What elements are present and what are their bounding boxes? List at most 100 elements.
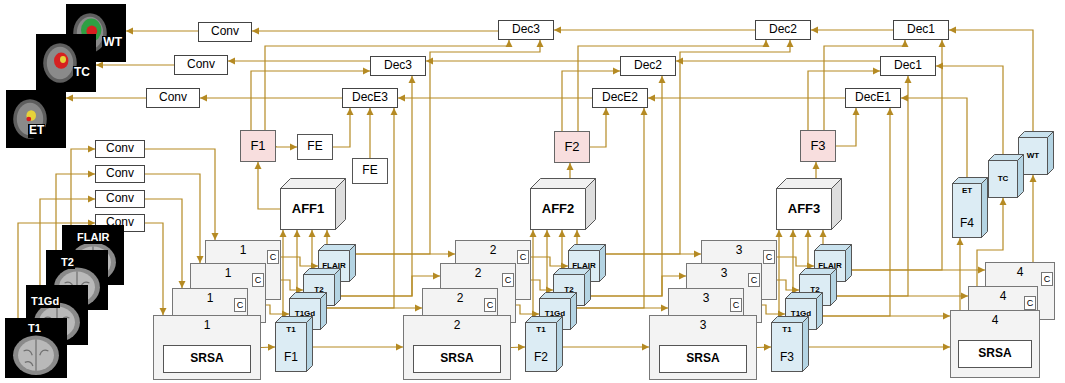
brain-region bbox=[18, 340, 54, 371]
node-label: C bbox=[487, 300, 494, 310]
c-box: C bbox=[1024, 296, 1036, 310]
connector bbox=[901, 98, 967, 183]
node-label: Dec1 bbox=[907, 23, 935, 37]
node-label: AFF2 bbox=[542, 202, 575, 217]
fe-box: FE bbox=[297, 134, 333, 160]
cube-face bbox=[803, 317, 809, 372]
node-label: FE bbox=[307, 140, 322, 154]
connector bbox=[648, 97, 845, 98]
node-label: 2 bbox=[454, 319, 461, 333]
decoder-box: Dec2 bbox=[620, 56, 676, 76]
connector bbox=[936, 66, 1003, 160]
connector bbox=[757, 346, 771, 348]
cube-faces bbox=[275, 316, 315, 374]
encoder-block: 3SRSA bbox=[649, 315, 757, 380]
connector bbox=[350, 40, 540, 254]
aff-block: AFF1 bbox=[280, 188, 336, 230]
node-label: DecE1 bbox=[855, 91, 891, 105]
connector bbox=[145, 149, 215, 240]
srsa-box: SRSA bbox=[958, 340, 1032, 368]
connector bbox=[836, 108, 856, 146]
c-box: C bbox=[517, 250, 529, 264]
node-label: 1 bbox=[225, 267, 232, 281]
c-box: C bbox=[234, 298, 246, 312]
connector bbox=[258, 162, 280, 209]
node-label: C bbox=[255, 275, 262, 285]
node-label: TC bbox=[73, 66, 91, 80]
c-box: C bbox=[502, 273, 514, 287]
aff-block: AFF2 bbox=[530, 188, 586, 230]
decoder-box: Dec3 bbox=[370, 56, 426, 76]
feature-cube: T1F1 bbox=[275, 322, 307, 372]
aff-block: AFF3 bbox=[776, 188, 832, 230]
connector bbox=[307, 346, 403, 347]
connector bbox=[261, 346, 275, 348]
cube-face bbox=[307, 317, 313, 372]
node-label: Dec1 bbox=[894, 59, 922, 73]
decoder-box: Dec3 bbox=[498, 20, 554, 40]
node-label: T1 bbox=[536, 325, 545, 334]
connector bbox=[532, 230, 533, 322]
cube-face bbox=[336, 179, 346, 230]
connector bbox=[145, 223, 163, 315]
node-label: ET bbox=[28, 124, 45, 138]
decoder-box: DecE2 bbox=[592, 88, 648, 108]
connector bbox=[807, 230, 808, 274]
brain-fold bbox=[24, 340, 49, 371]
connector bbox=[676, 60, 880, 61]
connector bbox=[66, 97, 146, 98]
feature-cube: T1F3 bbox=[771, 322, 803, 372]
brain-region bbox=[13, 99, 47, 138]
decoder-box: Dec1 bbox=[880, 56, 936, 76]
c-box: C bbox=[730, 298, 742, 312]
node-label: Conv bbox=[187, 58, 215, 72]
cube-face bbox=[832, 179, 842, 230]
c-box: C bbox=[267, 250, 279, 264]
node-label: C bbox=[520, 252, 527, 262]
connector bbox=[561, 230, 562, 274]
connector bbox=[333, 108, 350, 147]
node-label: F2 bbox=[564, 140, 579, 155]
node-label: SRSA bbox=[440, 352, 473, 366]
node-label: 4 bbox=[1017, 266, 1024, 280]
node-label: C bbox=[733, 300, 740, 310]
node-label: C bbox=[751, 275, 758, 285]
cube-face bbox=[600, 245, 606, 282]
connector bbox=[949, 30, 1033, 137]
node-label: 2 bbox=[475, 267, 482, 281]
conv-box: Conv bbox=[146, 88, 200, 108]
node-label: T1 bbox=[782, 325, 791, 334]
conv-box: Conv bbox=[174, 55, 228, 75]
srsa-box: SRSA bbox=[163, 345, 251, 373]
connector bbox=[228, 60, 370, 61]
node-label: Dec3 bbox=[384, 59, 412, 73]
c-box: C bbox=[484, 298, 496, 312]
connector bbox=[296, 230, 297, 298]
srsa-box: SRSA bbox=[413, 345, 501, 373]
node-label: SRSA bbox=[978, 347, 1011, 361]
node-label: 1 bbox=[204, 319, 211, 333]
cube-face bbox=[831, 269, 837, 306]
connector bbox=[96, 64, 174, 65]
connector bbox=[369, 108, 370, 158]
node-label: 1 bbox=[207, 292, 214, 306]
connector bbox=[959, 238, 960, 310]
brain-region bbox=[13, 335, 59, 375]
node-label: Conv bbox=[159, 91, 187, 105]
node-label: T1 bbox=[286, 325, 295, 334]
c-box: C bbox=[748, 273, 760, 287]
node-label: C bbox=[270, 252, 277, 262]
cube-face bbox=[571, 293, 577, 330]
cube-face bbox=[281, 179, 346, 189]
cube-face bbox=[777, 179, 842, 189]
input-image: T1 bbox=[5, 318, 67, 378]
conv-box: Conv bbox=[95, 140, 145, 158]
brain-region bbox=[54, 53, 68, 69]
node-label: C bbox=[1044, 274, 1051, 284]
cube-face bbox=[1018, 155, 1024, 198]
fused-feature-box: F3 bbox=[800, 130, 836, 162]
node-label: WT bbox=[102, 36, 123, 50]
feature-cube: T1F2 bbox=[525, 322, 557, 372]
node-label: F4 bbox=[960, 217, 974, 231]
node-label: 2 bbox=[490, 244, 497, 258]
